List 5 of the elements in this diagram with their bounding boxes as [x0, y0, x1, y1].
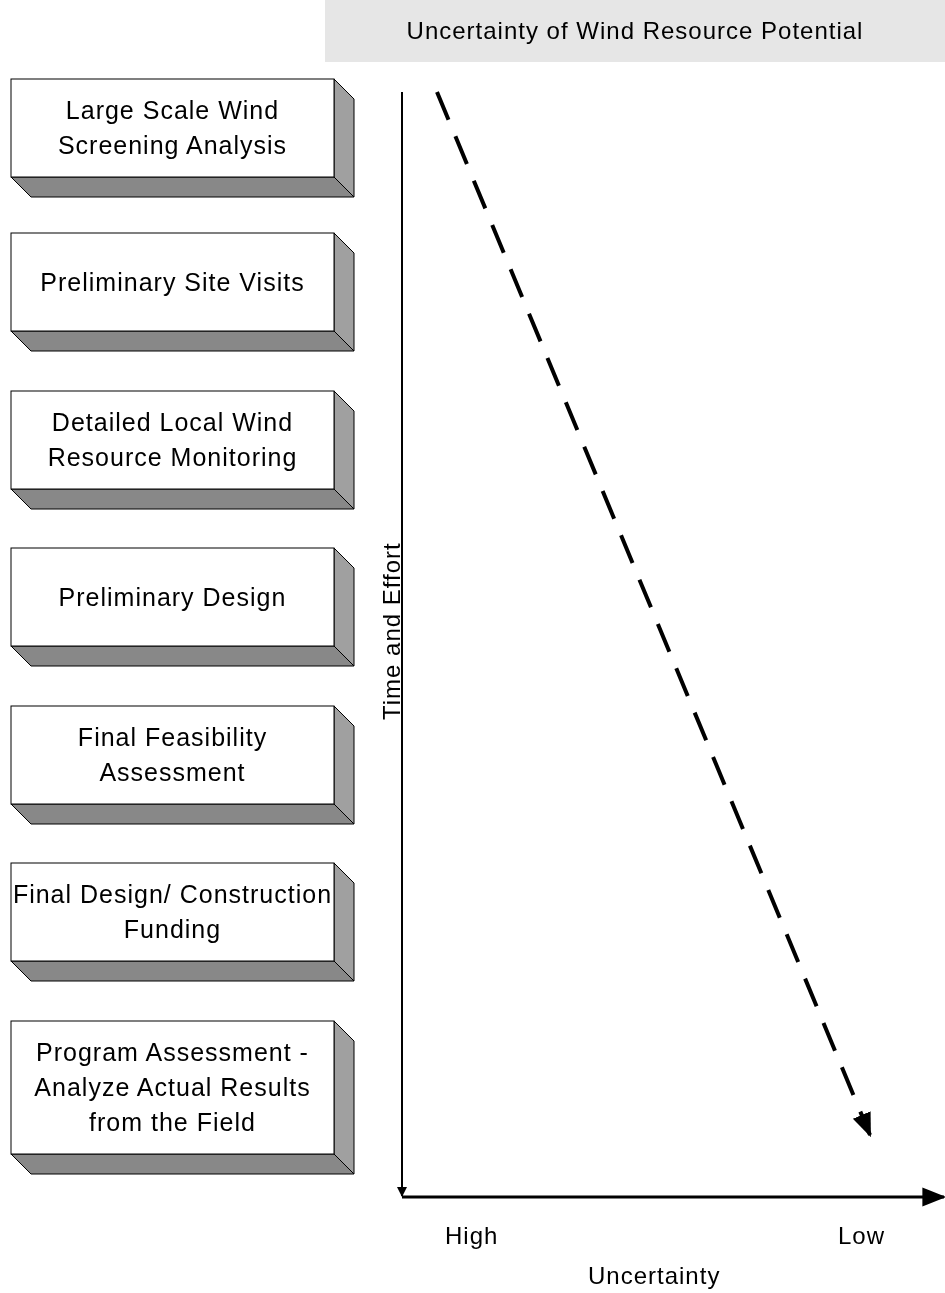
tick-label: High: [445, 1222, 499, 1250]
axis-title: Time and Effort: [378, 542, 406, 720]
tick-label: Low: [838, 1222, 886, 1250]
title-band: Uncertainty of Wind Resource Potential: [325, 0, 945, 62]
axis-title: Uncertainty: [588, 1262, 721, 1290]
